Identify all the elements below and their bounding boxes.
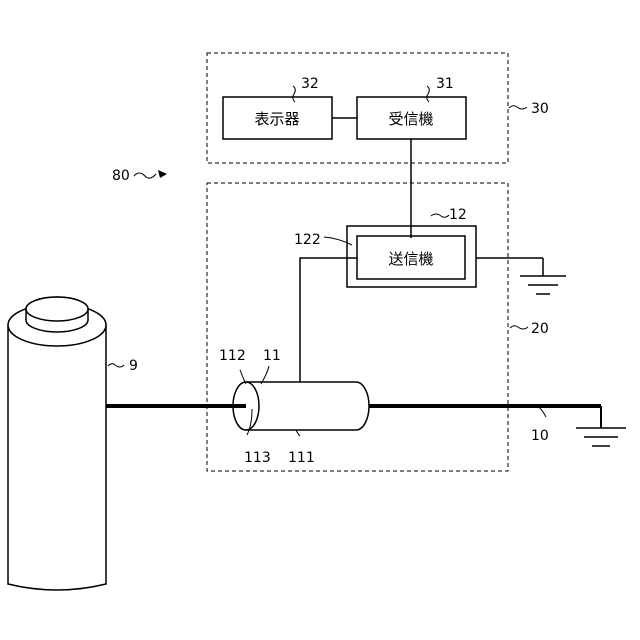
ref-111: 111 <box>288 450 315 466</box>
ref-12: 12 <box>449 207 467 223</box>
transmitter-ground-icon <box>520 276 566 294</box>
sensor-cylinder <box>233 382 369 430</box>
ref-31: 31 <box>436 76 454 92</box>
display-label: 表示器 <box>254 110 299 128</box>
pole <box>8 297 106 590</box>
ref-80: 80 <box>112 168 130 184</box>
ref-30: 30 <box>531 101 549 117</box>
ref-11: 11 <box>263 348 281 364</box>
ref-113: 113 <box>244 450 271 466</box>
ref-32: 32 <box>301 76 319 92</box>
transmitter-label: 送信機 <box>388 250 433 268</box>
ref-10: 10 <box>531 428 549 444</box>
ref-112: 112 <box>219 348 246 364</box>
ref-9: 9 <box>129 358 138 374</box>
ref-122: 122 <box>294 232 321 248</box>
arrow-80-icon <box>158 170 167 178</box>
conductor-ground-icon <box>576 428 626 446</box>
ref-20: 20 <box>531 321 549 337</box>
receiver-label: 受信機 <box>388 110 433 128</box>
